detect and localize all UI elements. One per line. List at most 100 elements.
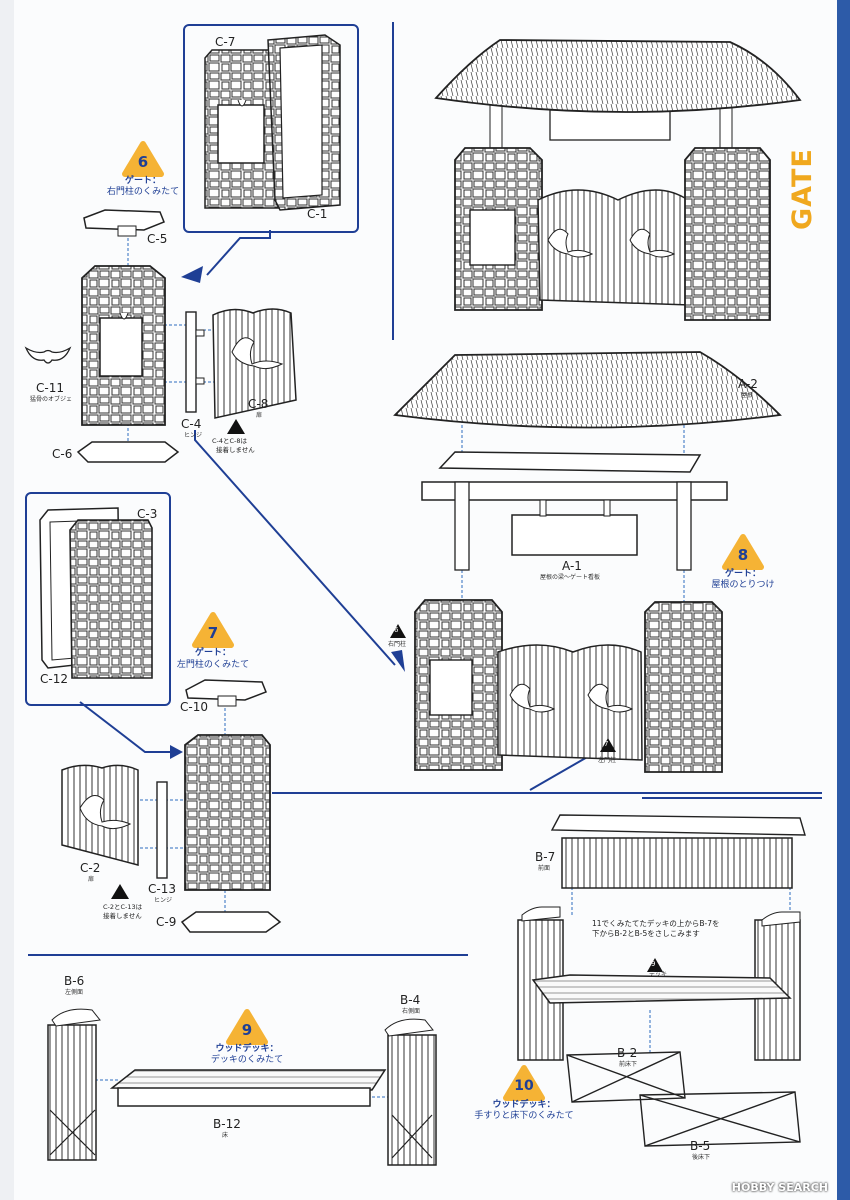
ref-9-number: 9	[651, 960, 656, 968]
step-8-title: ゲート：	[724, 569, 761, 579]
floor-b12-illustration	[109, 1069, 387, 1107]
note-c2-c13-line2: 接着しません	[103, 912, 142, 920]
label-b2-name: 前床下	[619, 1061, 638, 1068]
part-c8-door-illustration	[212, 308, 297, 419]
part-c1-illustration	[267, 34, 341, 211]
ref-6-number: 6	[394, 626, 399, 634]
label-a1-name: 屋根の梁〜ゲート看板	[540, 574, 601, 581]
completed-gate-illustration	[434, 39, 802, 321]
caution-icon	[111, 419, 245, 899]
side-b4-illustration	[384, 1018, 437, 1166]
step-6-subtitle: 右門柱のくみたて	[106, 187, 180, 197]
step-badge-6	[122, 141, 164, 177]
under-frame-b2-b5-illustration	[566, 1051, 801, 1147]
right-edge-band	[837, 0, 850, 1200]
label-c13: C-13	[148, 882, 176, 896]
part-c13-hinge-illustration	[156, 781, 168, 879]
step-7-title: ゲート：	[194, 648, 231, 658]
part-c7-illustration	[204, 49, 279, 209]
part-c3-pillar-half-illustration	[69, 519, 153, 679]
roof-a2-illustration	[393, 351, 782, 429]
ref-6-label: 右門柱	[388, 641, 407, 648]
note-c4-c8-line2: 接着しません	[216, 446, 255, 454]
note-c4-c8-line1: C-4とC-8は	[212, 437, 248, 445]
label-a2-name: 屋根	[741, 392, 754, 399]
label-c13-name: ヒンジ	[154, 897, 173, 904]
part-c9-base-illustration	[180, 911, 282, 933]
step-10-number: 10	[514, 1078, 534, 1094]
side-b6-illustration	[47, 1008, 101, 1161]
left-margin	[0, 0, 14, 1200]
watermark-text: HOBBY SEARCH	[731, 1181, 828, 1194]
label-c3: C-3	[137, 507, 158, 521]
label-b6: B-6	[64, 974, 85, 988]
step-9-title: ウッドデッキ：	[215, 1044, 279, 1054]
part-c5-illustration	[83, 209, 165, 237]
label-c2-name: 扉	[88, 876, 95, 883]
step-9-subtitle: デッキのくみたて	[210, 1055, 284, 1065]
left-pillar-illustration	[184, 734, 271, 891]
label-c2: C-2	[80, 861, 101, 875]
part-c10-illustration	[185, 679, 267, 707]
label-b12-name: 床	[222, 1132, 229, 1139]
ref-7-number: 7	[604, 740, 609, 748]
step-8-subtitle: 屋根のとりつけ	[711, 580, 775, 590]
label-b7-name: 前面	[538, 865, 551, 872]
step-badge-7	[192, 612, 234, 648]
label-c6: C-6	[52, 447, 73, 461]
part-c4-hinge-illustration	[185, 311, 205, 413]
label-c12: C-12	[40, 672, 68, 686]
label-b5-name: 後床下	[692, 1154, 711, 1161]
label-c4-name: ヒンジ	[184, 432, 203, 439]
note-step10-line2: 下からB-2とB-5をさしこみます	[592, 929, 700, 938]
step-6-title: ゲート：	[124, 176, 161, 186]
label-b6-name: 左側面	[65, 989, 84, 996]
ref-9-label: デッキ	[649, 971, 668, 978]
label-b7: B-7	[535, 850, 556, 864]
inset-frame-left-pillar	[25, 492, 171, 706]
label-c10: C-10	[180, 700, 208, 714]
deck-step10-illustration	[517, 906, 801, 1061]
ref-7-label: 左門柱	[598, 757, 617, 764]
step-7-number: 7	[207, 624, 219, 642]
part-c11-horns-illustration	[24, 346, 72, 364]
label-b4-name: 右側面	[402, 1008, 421, 1015]
label-c5: C-5	[147, 232, 168, 246]
label-c11-name: 猛骨のオブジェ	[30, 396, 73, 403]
ref-badge-icon	[390, 624, 663, 972]
label-a2: A-2	[738, 377, 758, 391]
step-badge-9	[226, 1009, 268, 1045]
beam-a1-illustration	[421, 451, 728, 571]
right-pillar-illustration	[81, 265, 166, 426]
label-c1: C-1	[307, 207, 328, 221]
section-title-gate: GATE	[787, 148, 818, 230]
step-badge-10	[503, 1065, 545, 1101]
step-badge-8	[722, 534, 764, 570]
part-c6-base-illustration	[76, 441, 180, 463]
label-c8-name: 扉	[256, 412, 263, 419]
gate-body-step8-illustration	[414, 599, 723, 773]
label-c4: C-4	[181, 417, 202, 431]
label-c11: C-11	[36, 381, 64, 395]
part-c2-door-illustration	[61, 764, 139, 866]
label-b12: B-12	[213, 1117, 241, 1131]
note-c2-c13-line1: C-2とC-13は	[103, 903, 143, 911]
label-c9: C-9	[156, 915, 177, 929]
label-b4: B-4	[400, 993, 421, 1007]
label-b2: B-2	[617, 1046, 638, 1060]
step-9-number: 9	[241, 1021, 253, 1039]
step-6-number: 6	[137, 153, 149, 171]
step-10-subtitle: 手すりと床下のくみたて	[474, 1111, 574, 1121]
step-10-title: ウッドデッキ：	[492, 1100, 556, 1110]
note-step10-line1: 11でくみたてたデッキの上からB-7を	[592, 919, 720, 928]
step-8-number: 8	[737, 546, 749, 564]
railing-b7-illustration	[550, 814, 806, 889]
label-a1: A-1	[562, 559, 582, 573]
inset-frame-right-pillar	[183, 24, 359, 233]
label-c7: C-7	[215, 35, 236, 49]
label-c8: C-8	[248, 397, 269, 411]
label-b5: B-5	[690, 1139, 711, 1153]
step-7-subtitle: 左門柱のくみたて	[176, 660, 250, 670]
